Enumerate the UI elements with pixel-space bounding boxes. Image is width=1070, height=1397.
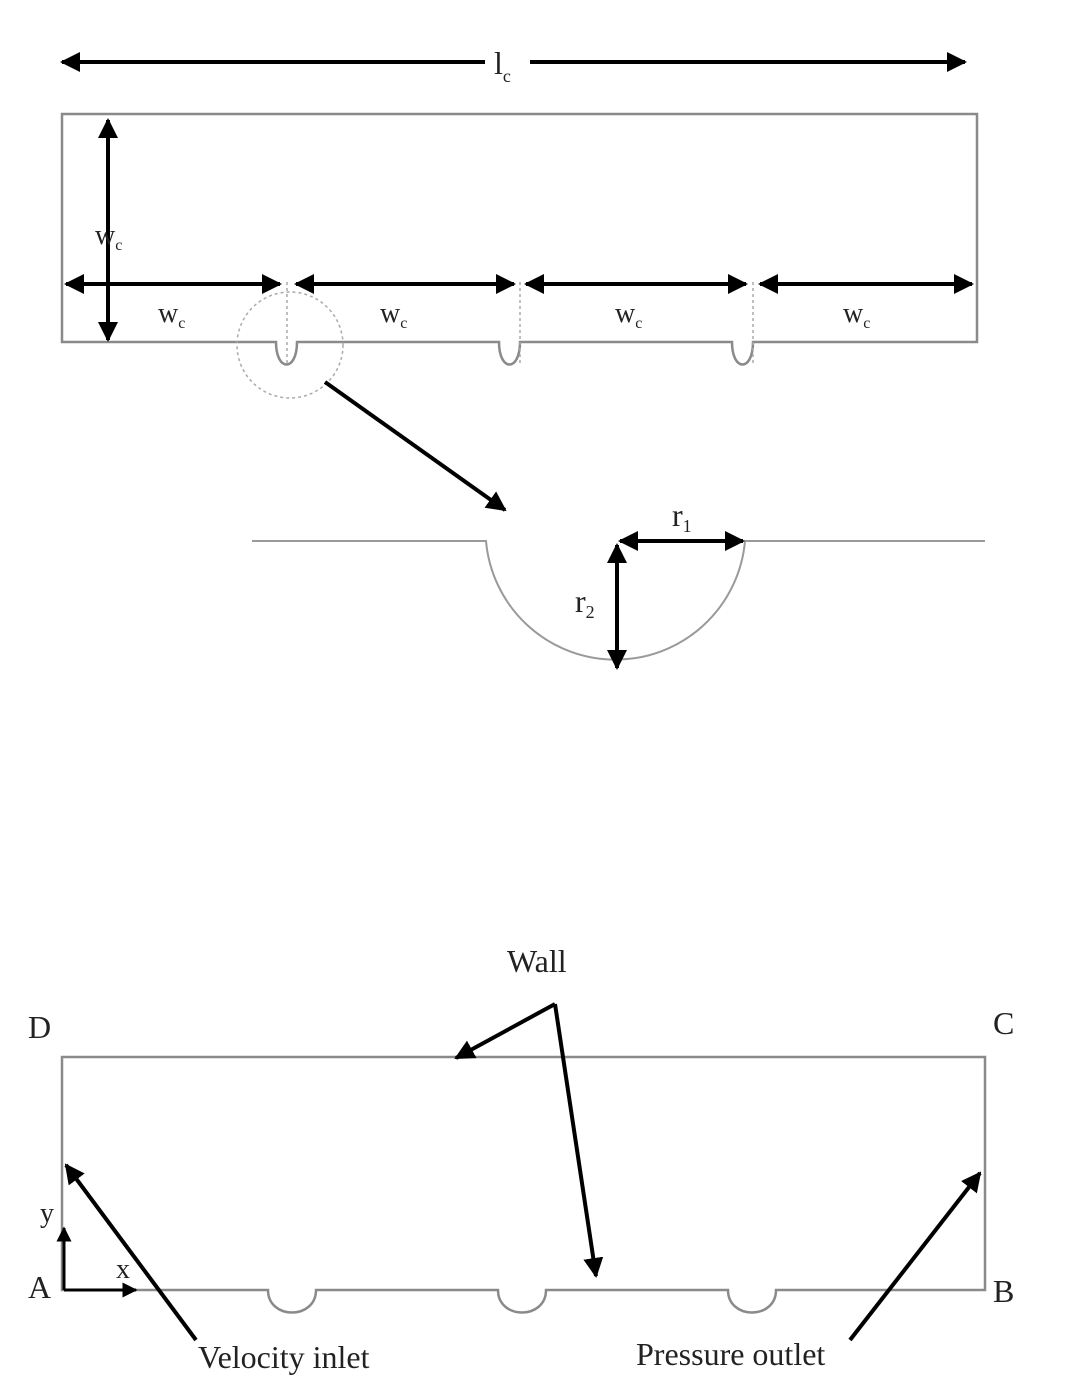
top-view: lc wc wc wc wc wc bbox=[60, 45, 979, 512]
y-axis-label: y bbox=[40, 1198, 54, 1229]
r1-label: r1 bbox=[672, 497, 692, 536]
velocity-inlet-label: Velocity inlet bbox=[198, 1339, 370, 1375]
corner-a-label: A bbox=[28, 1269, 51, 1305]
segment-2-label: wc bbox=[380, 298, 407, 332]
width-label: wc bbox=[95, 220, 122, 254]
r2-label: r2 bbox=[575, 583, 595, 622]
channel-outline bbox=[60, 112, 979, 366]
domain-outline bbox=[60, 1055, 987, 1314]
pressure-outlet-arrow bbox=[848, 1171, 982, 1342]
length-label: lc bbox=[494, 45, 511, 86]
wall-arrow-bottom bbox=[553, 1003, 604, 1278]
pressure-outlet-label: Pressure outlet bbox=[636, 1336, 825, 1372]
wall-label: Wall bbox=[507, 943, 567, 979]
segment-3-label: wc bbox=[615, 298, 642, 332]
boundary-view: D C A B y x Wall Velocity inlet Pressure… bbox=[28, 943, 1014, 1375]
detail-pointer-arrow bbox=[323, 380, 507, 512]
segment-1-label: wc bbox=[158, 298, 185, 332]
corner-b-label: B bbox=[993, 1273, 1014, 1309]
corner-d-label: D bbox=[28, 1009, 51, 1045]
segment-4-label: wc bbox=[843, 298, 870, 332]
velocity-inlet-arrow bbox=[64, 1163, 198, 1342]
detail-zoom-circle bbox=[236, 291, 344, 399]
detail-view: r1 r2 bbox=[252, 497, 985, 670]
corner-c-label: C bbox=[993, 1005, 1014, 1041]
x-axis-label: x bbox=[116, 1254, 130, 1285]
wall-arrow-top bbox=[454, 1002, 556, 1060]
